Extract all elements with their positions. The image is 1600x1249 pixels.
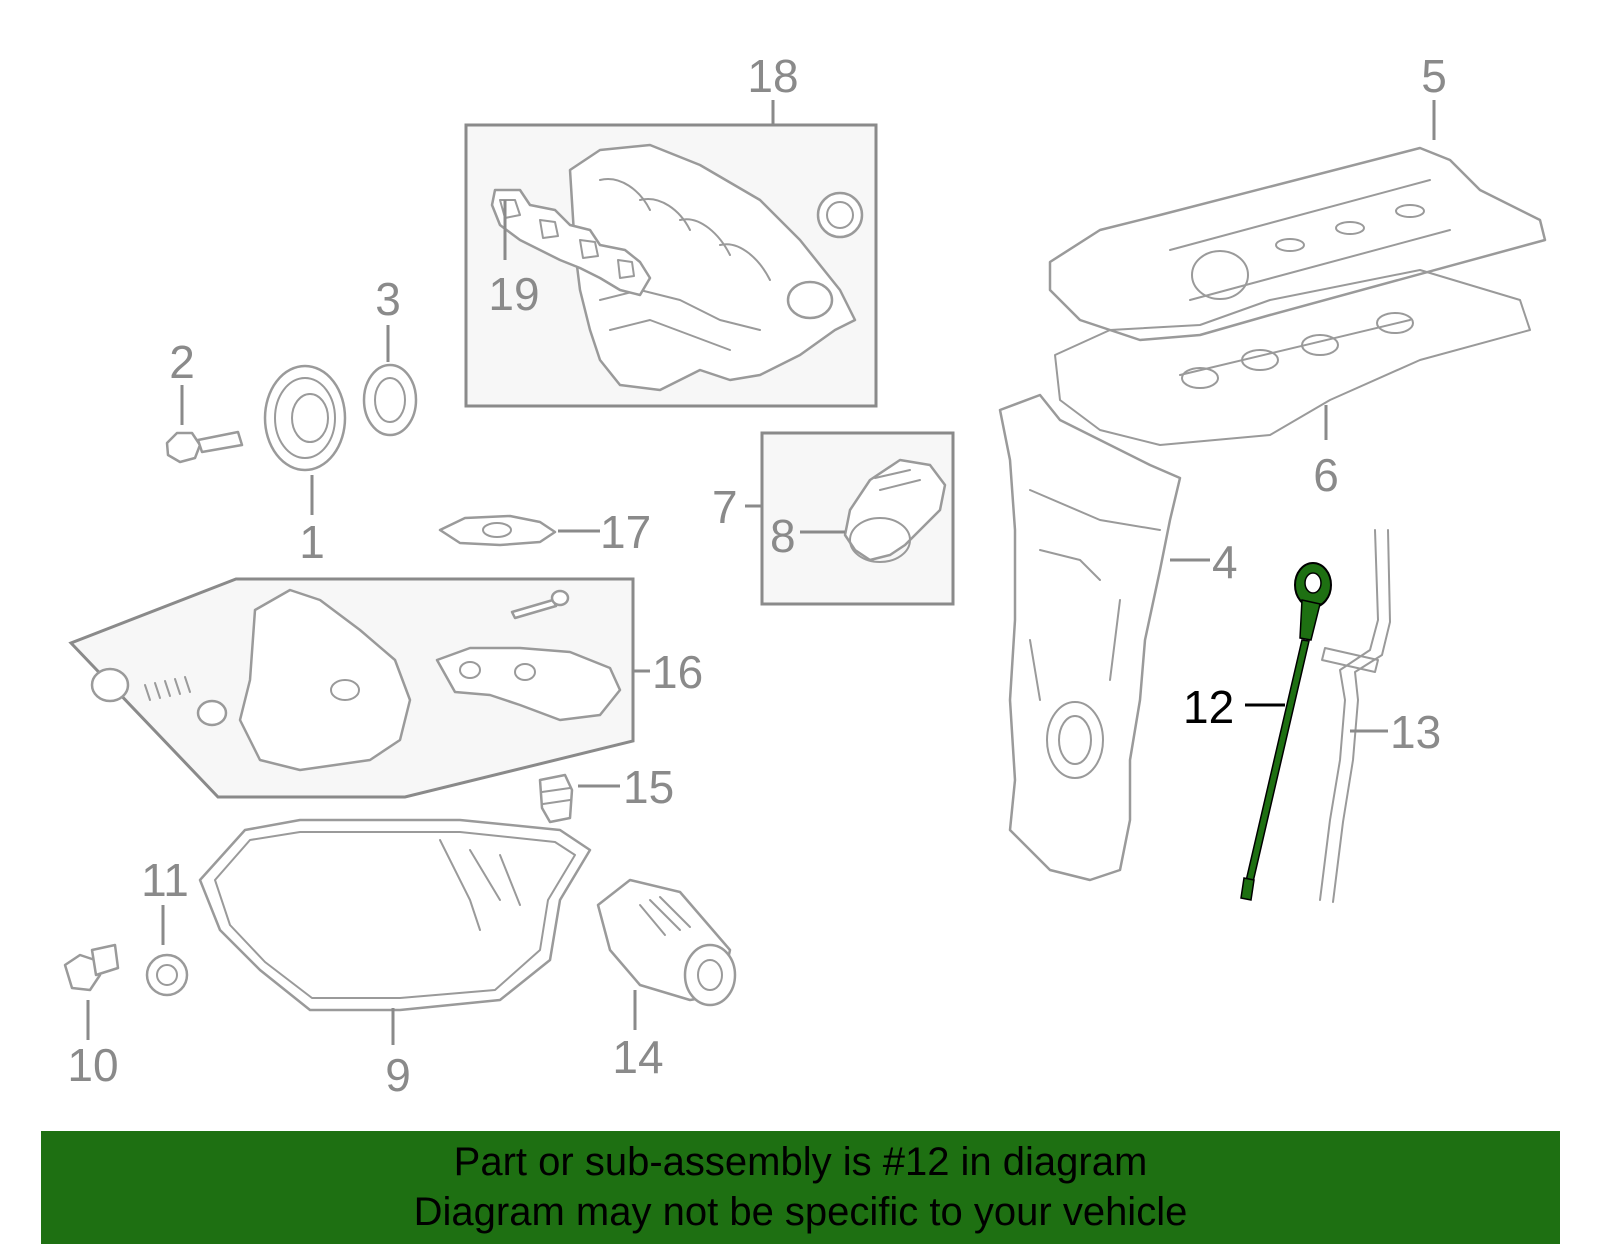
info-banner: Part or sub-assembly is #12 in diagram D…	[41, 1131, 1560, 1244]
dipstick-guide-tube-part[interactable]	[1319, 529, 1391, 903]
callout-16: 16	[652, 646, 703, 698]
callout-8: 8	[770, 510, 796, 562]
timing-chain-cover-part[interactable]	[998, 393, 1182, 882]
oil-pan-plug-part[interactable]	[538, 773, 574, 824]
intake-manifold-part[interactable]	[568, 143, 864, 392]
oil-filler-cap-part[interactable]	[843, 458, 947, 563]
callout-7: 7	[712, 481, 738, 533]
oil-filter-part[interactable]	[596, 878, 737, 1007]
callout-9: 9	[385, 1049, 411, 1101]
callout-14: 14	[612, 1031, 663, 1083]
callout-4: 4	[1212, 536, 1238, 588]
callout-19: 19	[488, 268, 539, 320]
callout-5: 5	[1421, 50, 1447, 102]
callout-6: 6	[1313, 449, 1339, 501]
crankshaft-pulley-part[interactable]	[263, 364, 347, 472]
banner-line-1: Part or sub-assembly is #12 in diagram	[453, 1140, 1148, 1184]
callout-2: 2	[169, 336, 195, 388]
callout-15: 15	[623, 761, 674, 813]
callout-10: 10	[67, 1039, 118, 1091]
drain-plug-part[interactable]	[63, 943, 120, 992]
oil-dipstick-part[interactable]	[1240, 562, 1332, 901]
banner-line-2: Diagram may not be specific to your vehi…	[413, 1190, 1188, 1234]
intake-manifold-gasket-part[interactable]	[490, 188, 652, 297]
callout-17: 17	[600, 506, 651, 558]
oil-pump-gasket-part[interactable]	[438, 514, 557, 547]
callout-3: 3	[375, 273, 401, 325]
callout-18: 18	[747, 50, 798, 102]
drain-plug-gasket-part[interactable]	[145, 953, 189, 997]
valve-cover-gasket-part[interactable]	[1054, 269, 1531, 446]
callout-13: 13	[1390, 706, 1441, 758]
callout-1: 1	[299, 516, 325, 568]
callout-12: 12	[1183, 681, 1234, 733]
crankshaft-bolt-part[interactable]	[165, 430, 244, 464]
front-oil-seal-part[interactable]	[362, 363, 418, 437]
valve-cover-part[interactable]	[1048, 146, 1547, 342]
callout-11: 11	[141, 854, 189, 906]
oil-pan-part[interactable]	[198, 818, 592, 1012]
oil-pump-assembly-part[interactable]	[90, 588, 622, 772]
